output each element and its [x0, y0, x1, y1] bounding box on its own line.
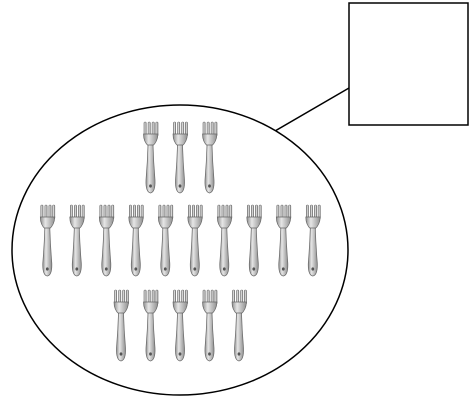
group-ellipse	[11, 104, 349, 396]
answer-box[interactable]	[348, 2, 469, 126]
callout-line	[274, 87, 350, 132]
